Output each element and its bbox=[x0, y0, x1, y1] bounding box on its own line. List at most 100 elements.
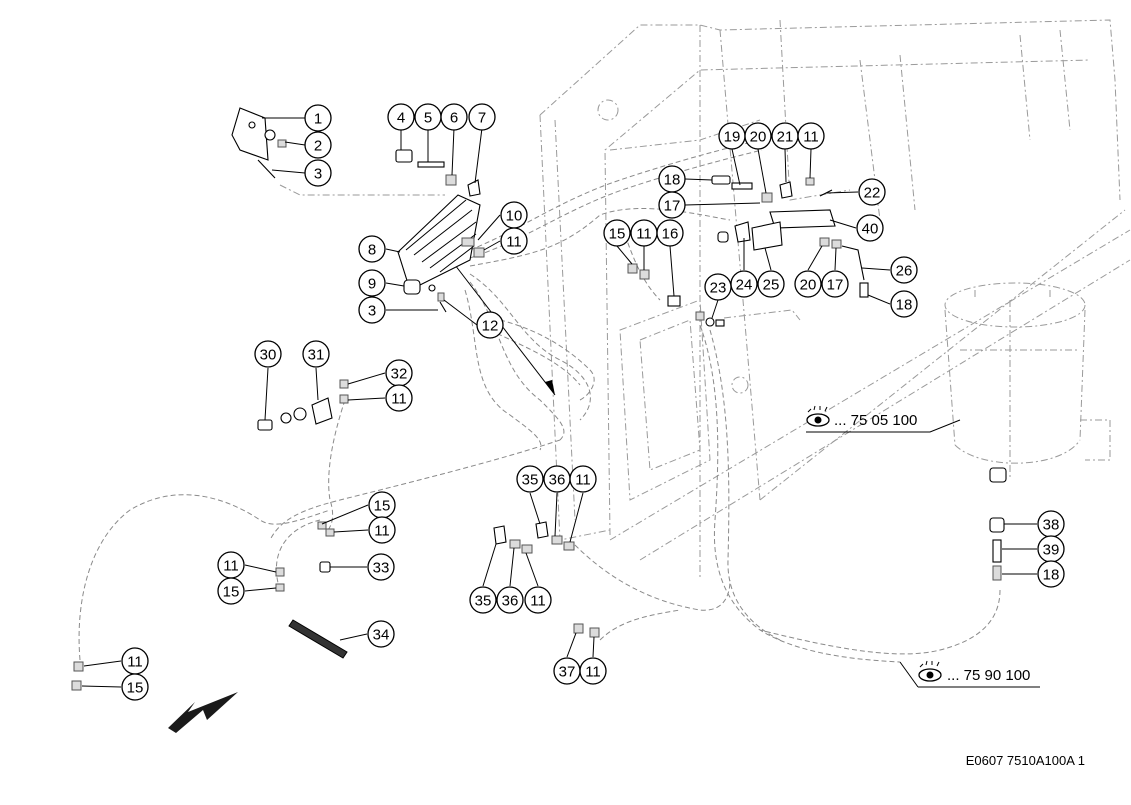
callout-circle bbox=[744, 122, 772, 150]
callout-label: 15 bbox=[374, 498, 391, 515]
callout-15: 15 bbox=[603, 219, 631, 247]
callout-label: 36 bbox=[502, 593, 519, 610]
callout-label: 15 bbox=[127, 680, 144, 697]
callout-12: 12 bbox=[476, 311, 504, 339]
callout-label: 18 bbox=[1043, 567, 1060, 584]
direction-arrow-head bbox=[545, 380, 555, 395]
callout-3: 3 bbox=[358, 296, 386, 324]
callout-circle bbox=[254, 340, 282, 368]
callout-6: 6 bbox=[440, 103, 468, 131]
callout-11: 11 bbox=[368, 516, 396, 544]
callout-17: 17 bbox=[821, 270, 849, 298]
callout-circle bbox=[387, 103, 415, 131]
callout-circle bbox=[358, 235, 386, 263]
callout-11: 11 bbox=[797, 122, 825, 150]
callout-label: 10 bbox=[506, 208, 523, 225]
callout-label: 21 bbox=[777, 129, 794, 146]
callout-label: 4 bbox=[397, 110, 405, 127]
cross-reference-75-05-100: ... 75 05 100 bbox=[806, 405, 961, 433]
callout-label: 32 bbox=[391, 366, 408, 383]
callout-11: 11 bbox=[569, 465, 597, 493]
callout-circle bbox=[797, 122, 825, 150]
callout-label: 17 bbox=[827, 277, 844, 294]
callout-label: 20 bbox=[750, 129, 767, 146]
callout-8: 8 bbox=[358, 235, 386, 263]
callout-circle bbox=[500, 227, 528, 255]
callout-label: 9 bbox=[368, 276, 376, 293]
callout-circle bbox=[579, 657, 607, 685]
callout-18: 18 bbox=[1037, 560, 1065, 588]
callout-4: 4 bbox=[387, 103, 415, 131]
callout-17: 17 bbox=[658, 191, 686, 219]
callout-label: 40 bbox=[862, 221, 879, 238]
callout-circle bbox=[367, 553, 395, 581]
callout-circle bbox=[358, 269, 386, 297]
callout-11: 11 bbox=[385, 384, 413, 412]
callout-2: 2 bbox=[304, 131, 332, 159]
callout-label: 26 bbox=[896, 263, 913, 280]
callout-circle bbox=[856, 214, 884, 242]
callout-circle bbox=[658, 191, 686, 219]
callout-circle bbox=[496, 586, 524, 614]
callout-15: 15 bbox=[217, 577, 245, 605]
callout-circle bbox=[821, 270, 849, 298]
callout-20: 20 bbox=[744, 122, 772, 150]
callout-3: 3 bbox=[304, 159, 332, 187]
callout-31: 31 bbox=[302, 340, 330, 368]
callout-circle bbox=[858, 178, 886, 206]
drawing-code: E0607 7510A100A 1 bbox=[965, 753, 1085, 768]
callout-label: 23 bbox=[710, 280, 727, 297]
callout-circle bbox=[704, 273, 732, 301]
callout-11: 11 bbox=[630, 219, 658, 247]
eye-icon bbox=[806, 405, 830, 427]
callout-label: 11 bbox=[803, 129, 819, 146]
callout-label: 38 bbox=[1043, 517, 1060, 534]
callout-circle bbox=[656, 219, 684, 247]
callout-label: 39 bbox=[1043, 542, 1060, 559]
callout-label: 17 bbox=[664, 198, 681, 215]
callout-15: 15 bbox=[368, 491, 396, 519]
callout-21: 21 bbox=[771, 122, 799, 150]
callout-label: 18 bbox=[664, 172, 681, 189]
callout-20: 20 bbox=[794, 270, 822, 298]
travel-direction-arrow bbox=[168, 692, 238, 733]
callout-16: 16 bbox=[656, 219, 684, 247]
callout-label: 36 bbox=[549, 472, 566, 489]
part-shapes bbox=[71, 107, 1005, 691]
callout-circle bbox=[890, 256, 918, 284]
callout-22: 22 bbox=[858, 178, 886, 206]
callout-circle bbox=[121, 673, 149, 701]
callout-label: 3 bbox=[314, 166, 322, 183]
callout-circle bbox=[1037, 560, 1065, 588]
callout-label: 24 bbox=[736, 277, 753, 294]
callout-label: 11 bbox=[391, 391, 407, 408]
callout-26: 26 bbox=[890, 256, 918, 284]
callout-39: 39 bbox=[1037, 535, 1065, 563]
callout-label: 34 bbox=[373, 627, 390, 644]
callout-label: 7 bbox=[478, 110, 486, 127]
callout-10: 10 bbox=[500, 201, 528, 229]
callout-circle bbox=[524, 586, 552, 614]
callout-5: 5 bbox=[414, 103, 442, 131]
callout-label: 31 bbox=[308, 347, 325, 364]
callout-35: 35 bbox=[516, 465, 544, 493]
chassis-frame bbox=[539, 19, 1131, 580]
leader-lines bbox=[81, 117, 1037, 688]
callout-25: 25 bbox=[757, 270, 785, 298]
callout-34: 34 bbox=[367, 620, 395, 648]
callout-35: 35 bbox=[469, 586, 497, 614]
callout-11: 11 bbox=[524, 586, 552, 614]
callout-label: 5 bbox=[424, 110, 432, 127]
direction-arrow-to-bundle bbox=[454, 264, 556, 396]
callout-label: 11 bbox=[636, 226, 652, 243]
callout-label: 6 bbox=[450, 110, 458, 127]
callout-23: 23 bbox=[704, 273, 732, 301]
reference-text: ... 75 90 100 bbox=[947, 667, 1030, 684]
callout-40: 40 bbox=[856, 214, 884, 242]
callout-label: 12 bbox=[482, 318, 499, 335]
callout-38: 38 bbox=[1037, 510, 1065, 538]
callout-circle bbox=[468, 103, 496, 131]
callout-15: 15 bbox=[121, 673, 149, 701]
